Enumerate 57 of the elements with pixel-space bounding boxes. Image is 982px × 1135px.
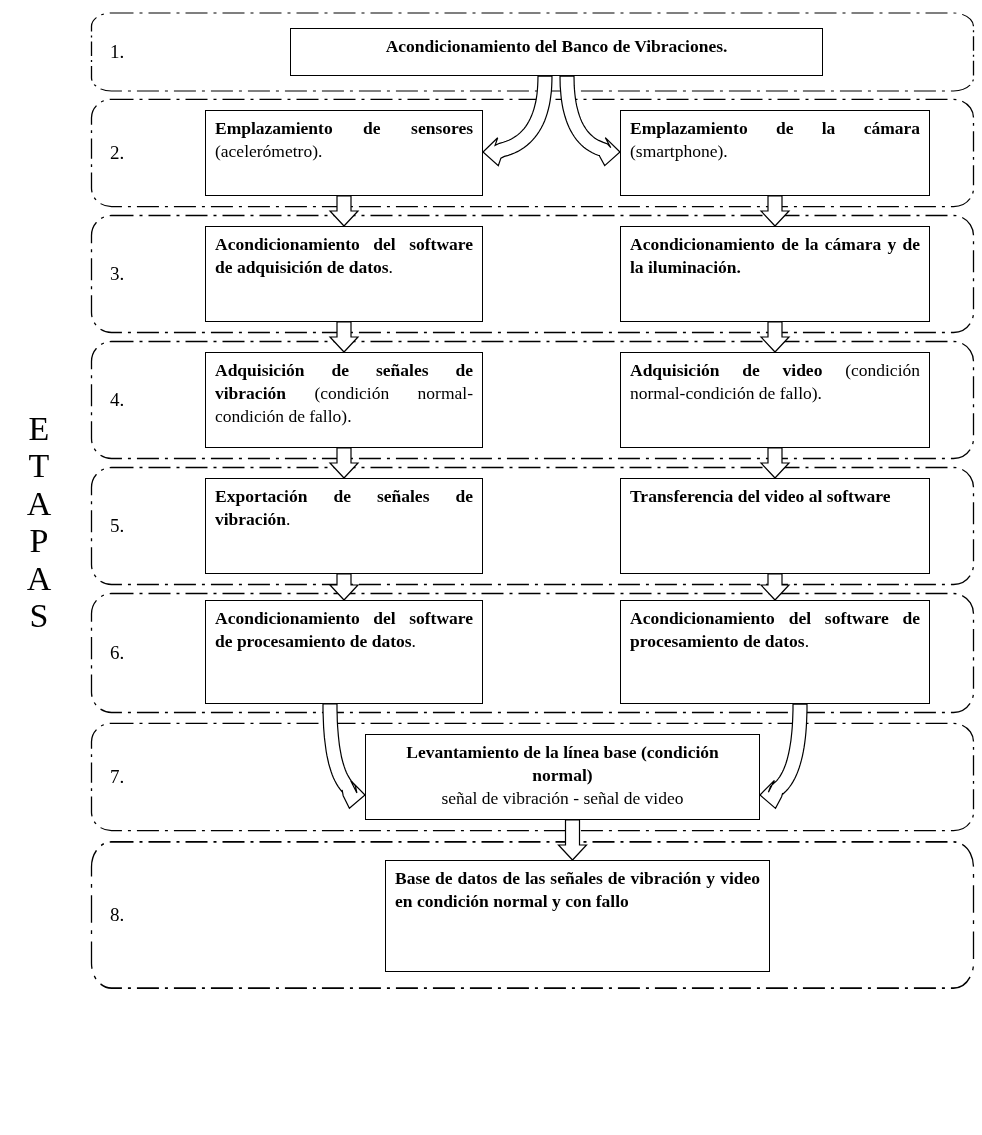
stage-number: 8. [110,904,125,926]
box-text: Adquisición de video (condición normal-condición de fallo). [630,359,920,405]
block-arrow [759,447,791,479]
stage-number: 6. [110,642,125,664]
box-text: Emplazamiento de sensores (acelerómetro). [215,117,473,163]
stage-band [90,12,975,92]
stage-band [90,592,975,714]
box-text: Levantamiento de la línea base (condición normal) [405,741,720,787]
block-arrow [322,703,366,810]
block-arrow [559,75,621,167]
box-text: Acondicionamiento del software de procesamiento de datos. [630,607,920,653]
box-text: Base de datos de las señales de vibración y video en condición normal y con fallo [395,867,760,913]
stage-number: 4. [110,389,125,411]
process-box [365,734,760,820]
stage-number: 3. [110,263,125,285]
process-box [205,600,483,704]
stage-band [90,840,975,990]
box-text: Acondicionamiento del software de procesamiento de datos. [215,607,473,653]
box-text: Emplazamiento de la cámara (smartphone). [630,117,920,163]
block-arrow [328,573,360,601]
box-text: Transferencia del video al software [630,485,892,508]
process-box [620,352,930,448]
stage-number: 2. [110,142,125,164]
process-box [620,600,930,704]
process-box [205,478,483,574]
box-text: Acondicionamiento del Banco de Vibraciones. [384,35,729,58]
box-text: Acondicionamiento del software de adquisición de datos. [215,233,473,279]
stage-band [90,466,975,586]
block-arrow [482,75,553,167]
process-box [205,110,483,196]
stage-number: 7. [110,766,125,788]
stage-band [90,214,975,334]
block-arrow [328,447,360,479]
process-box [620,478,930,574]
process-box [290,28,823,76]
block-arrow [759,321,791,353]
block-arrow [759,703,808,810]
stage-band [90,722,975,832]
block-arrow [759,195,791,227]
vertical-label: ETAPAS [25,410,53,635]
block-arrow [328,195,360,227]
stage-band [90,98,975,208]
process-box [620,226,930,322]
block-arrow [557,819,588,861]
process-box [620,110,930,196]
stage-number: 5. [110,515,125,537]
process-box [205,226,483,322]
box-text: Acondicionamiento de la cámara y de la iluminación. [630,233,920,279]
box-text: Adquisición de señales de vibración (condición normal-condición de fallo). [215,359,473,428]
box-text: Exportación de señales de vibración. [215,485,473,531]
process-box [205,352,483,448]
stage-number: 1. [110,41,125,63]
block-arrow [759,573,791,601]
block-arrow [328,321,360,353]
process-box [385,860,770,972]
stage-band [90,340,975,460]
box-text: señal de vibración - señal de video [440,787,685,810]
